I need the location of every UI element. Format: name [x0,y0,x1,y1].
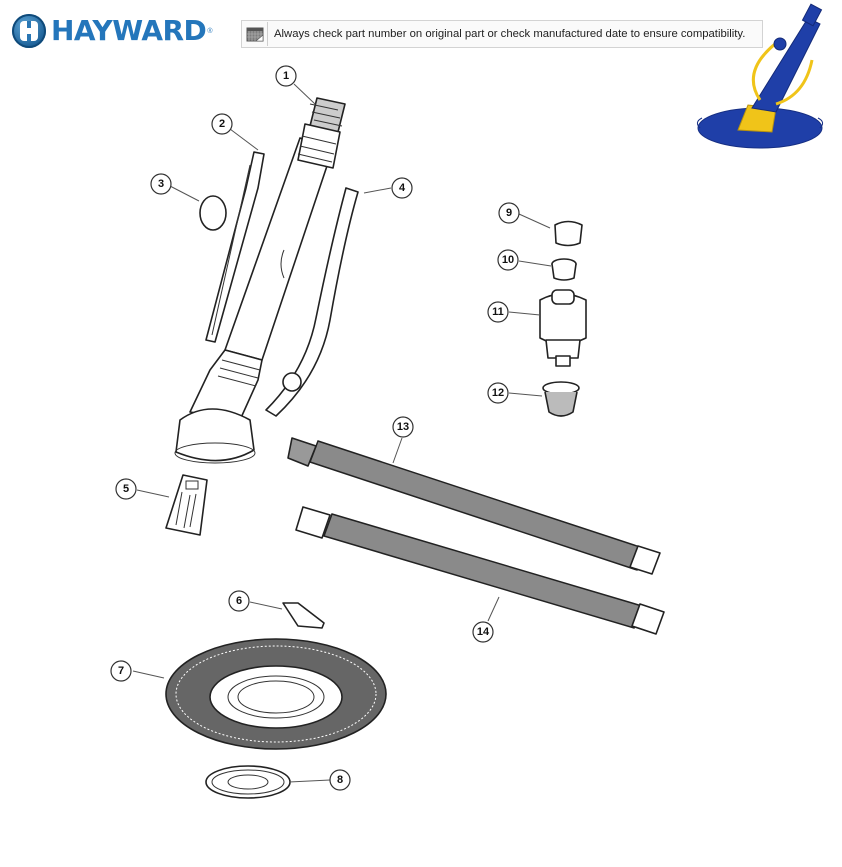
pool-cleaner-product-image [696,3,824,149]
part-6-clip [282,602,325,629]
calendar-icon [242,22,268,46]
callout-leaders [132,83,552,783]
part-3-o-ring [199,195,227,231]
svg-text:14: 14 [477,626,490,638]
svg-text:3: 3 [158,178,164,190]
part-4-handle-strap [265,187,359,417]
callout-5: 5 [115,478,137,500]
callout-6: 6 [228,590,250,612]
part-14-hose [295,506,665,635]
svg-text:10: 10 [502,254,514,266]
svg-text:2: 2 [219,118,225,130]
svg-text:7: 7 [118,665,124,677]
callout-2: 2 [211,113,233,135]
callout-10: 10 [497,249,519,271]
svg-text:1: 1 [283,70,289,82]
part-5-foot-pad [165,474,208,536]
hayward-logo: HAYWARD ® [12,14,212,48]
part-10-plug [551,258,577,281]
callout-9: 9 [498,202,520,224]
callout-4: 4 [391,177,413,199]
svg-text:8: 8 [337,774,343,786]
brand-name: HAYWARD [51,14,207,47]
callout-7: 7 [110,660,132,682]
svg-text:4: 4 [399,182,406,194]
part-8-ring [205,765,291,799]
part-11-regulator-valve [539,289,587,367]
part-7-disc [165,638,387,750]
part-9-cap [554,220,583,247]
svg-text:13: 13 [397,421,409,433]
part-13-hose [287,437,661,575]
notice-text: Always check part number on original par… [274,28,746,40]
svg-text:12: 12 [492,387,504,399]
svg-text:5: 5 [123,483,129,495]
callout-14: 14 [472,621,494,643]
part-2-strap [205,151,265,343]
svg-text:6: 6 [236,595,242,607]
callout-11: 11 [487,301,509,323]
hayward-h-logo-icon [12,14,46,48]
svg-text:11: 11 [492,306,504,318]
registered-mark: ® [207,27,213,35]
callout-8: 8 [329,769,351,791]
callout-12: 12 [487,382,509,404]
compatibility-notice: Always check part number on original par… [241,20,763,48]
callout-1: 1 [275,65,297,87]
callout-13: 13 [392,416,414,438]
part-12-cone-adapter [542,381,580,417]
part-1-cleaner-body [174,97,346,464]
callout-3: 3 [150,173,172,195]
svg-text:9: 9 [506,207,512,219]
